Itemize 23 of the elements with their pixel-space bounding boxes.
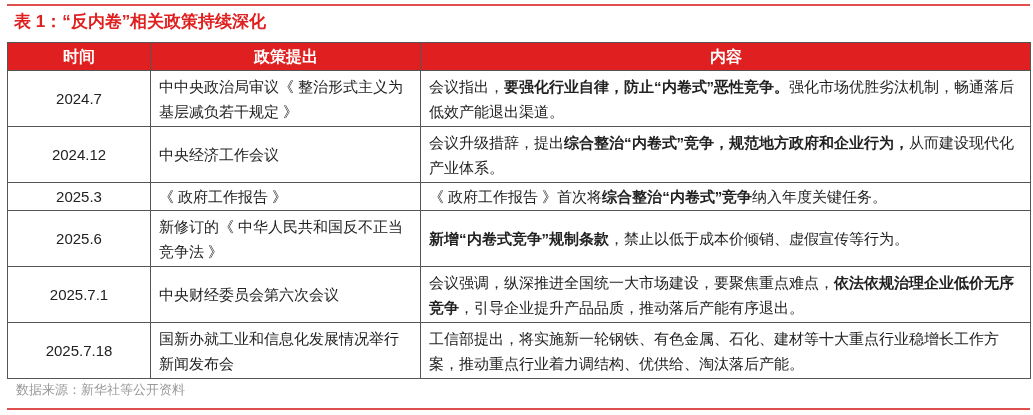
column-header: 内容: [420, 42, 1031, 71]
policy-entry: 《 政府工作报告 》: [150, 182, 421, 211]
date-entry: 2025.7.1: [7, 266, 151, 323]
policy-entry: 新修订的《 中华人民共和国反不正当竞争法 》: [150, 210, 421, 267]
column-header: 政策提出: [150, 42, 421, 71]
content-entry: 会议升级措辞，提出综合整治“内卷式”竞争，规范地方政府和企业行为，从而建设现代化产业体系。: [420, 126, 1031, 183]
date-entry: 2025.3: [7, 182, 151, 211]
date-entry: 2024.12: [7, 126, 151, 183]
date-entry: 2025.7.18: [7, 322, 151, 379]
content-entry: 新增“内卷式竞争”规制条款，禁止以低于成本价倾销、虚假宣传等行为。: [420, 210, 1031, 267]
content-entry: 会议指出，要强化行业自律，防止“内卷式”恶性竞争。强化市场优胜劣汰机制，畅通落后低效产能退出渠道。: [420, 70, 1031, 127]
content-entry: 《 政府工作报告 》首次将综合整治“内卷式”竞争纳入年度关键任务。: [420, 182, 1031, 211]
content-entry: 工信部提出，将实施新一轮钢铁、有色金属、石化、建材等十大重点行业稳增长工作方案，推动重点行业着力调结构、优供给、淘汰落后产能。: [420, 322, 1031, 379]
policy-entry: 中央财经委员会第六次会议: [150, 266, 421, 323]
date-entry: 2024.7: [7, 70, 151, 127]
source-note: 数据来源：新华社等公开资料: [16, 381, 185, 399]
column-header: 时间: [7, 42, 151, 71]
table-title: 表 1：“反内卷”相关政策持续深化: [14, 11, 267, 33]
policy-entry: 中中央政治局审议《 整治形式主义为基层减负若干规定 》: [150, 70, 421, 127]
content-entry: 会议强调，纵深推进全国统一大市场建设，要聚焦重点难点，依法依规治理企业低价无序竞争，引导企业提升产品品质，推动落后产能有序退出。: [420, 266, 1031, 323]
date-entry: 2025.6: [7, 210, 151, 267]
policy-entry: 国新办就工业和信息化发展情况举行新闻发布会: [150, 322, 421, 379]
policy-entry: 中央经济工作会议: [150, 126, 421, 183]
